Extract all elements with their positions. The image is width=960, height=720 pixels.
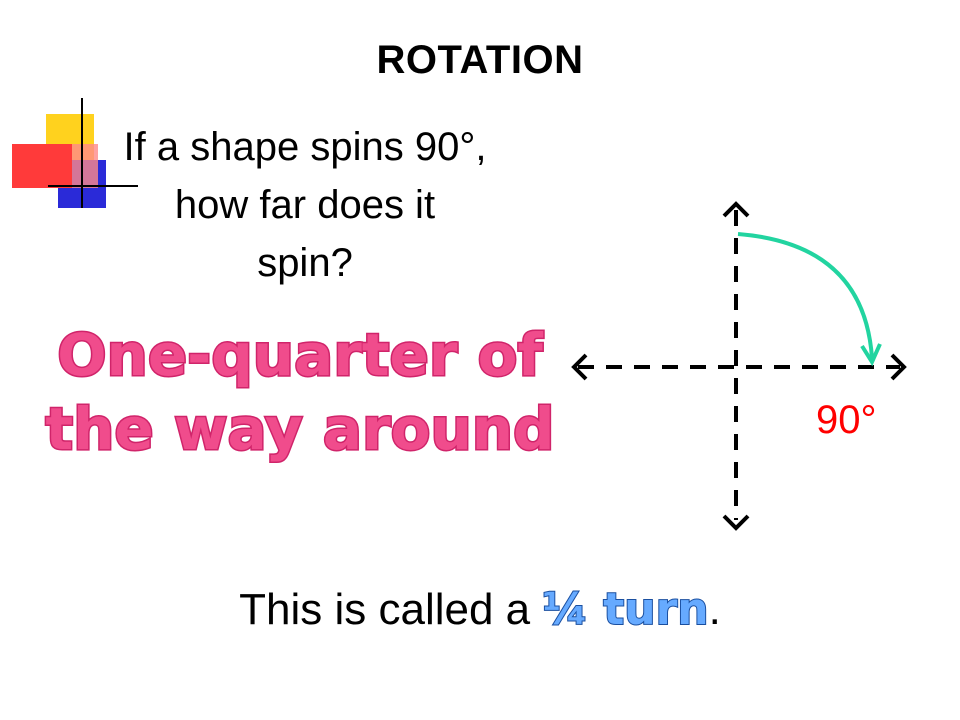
color-squares-crosshair-icon bbox=[12, 98, 138, 208]
footer-prefix: This is called a bbox=[239, 585, 543, 634]
quarter-turn-highlight: ¼ turn bbox=[541, 583, 709, 636]
question-line: If a shape spins 90°, bbox=[123, 125, 487, 169]
right-arrowhead bbox=[890, 353, 907, 381]
answer-text: One-quarter of the way around bbox=[30, 318, 570, 466]
up-arrowhead bbox=[722, 201, 750, 218]
answer-line: the way around bbox=[44, 394, 556, 465]
question-line: spin? bbox=[257, 241, 353, 285]
footer-suffix: . bbox=[708, 585, 721, 634]
footer-text: This is called a ¼ turn. bbox=[0, 583, 960, 636]
left-arrowhead bbox=[571, 353, 588, 381]
dashed-axes-rotation-arrow-icon bbox=[571, 201, 907, 531]
down-arrowhead bbox=[722, 514, 750, 531]
question-line: how far does it bbox=[174, 183, 436, 227]
angle-label: 90° bbox=[816, 398, 877, 442]
rotation-arrowhead bbox=[860, 343, 882, 367]
rotation-arc bbox=[737, 232, 874, 359]
answer-line: One-quarter of bbox=[56, 320, 545, 391]
slide-title: ROTATION bbox=[376, 38, 584, 82]
question-text: If a shape spins 90°, how far does it sp… bbox=[70, 118, 540, 292]
